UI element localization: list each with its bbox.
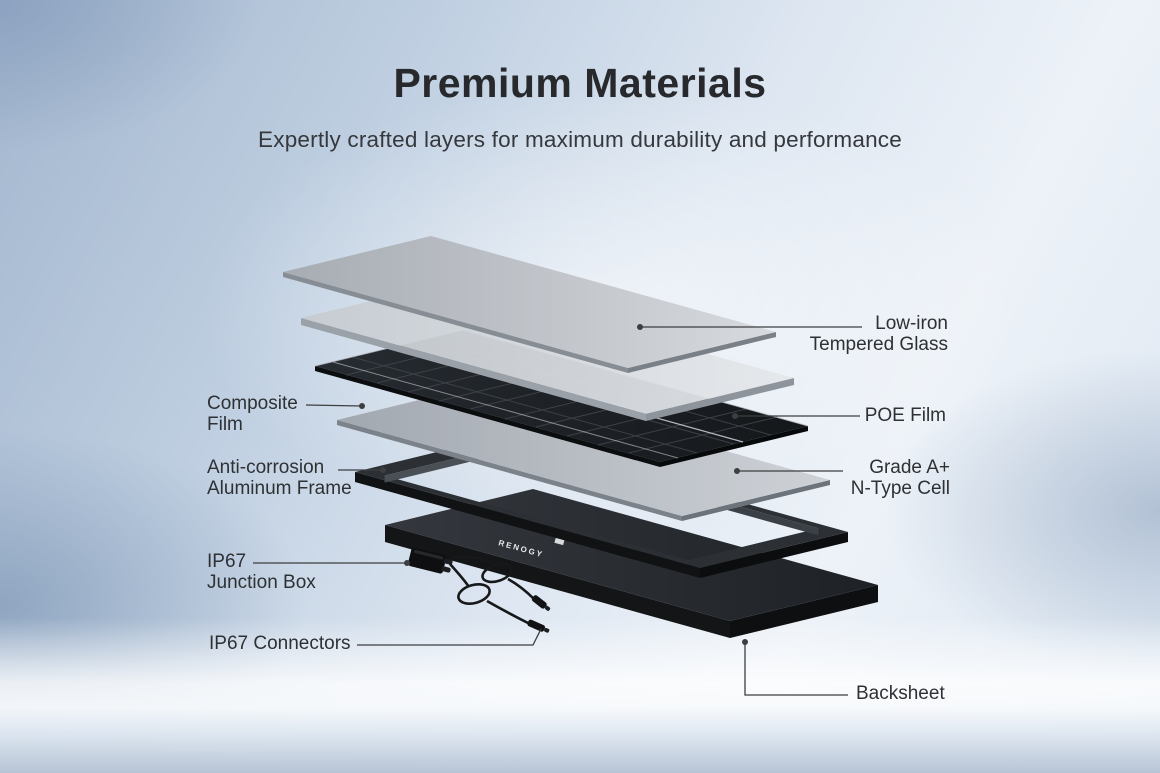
leader-line-composite — [305, 404, 363, 407]
page-title: Premium Materials — [393, 60, 767, 106]
composite-side-left — [337, 420, 682, 521]
frame-side-left — [355, 472, 700, 578]
leader-dots — [359, 324, 748, 645]
leader-lines — [253, 326, 862, 696]
cell-side-right — [660, 426, 808, 467]
composite-side-right — [682, 480, 830, 521]
cable-1b — [507, 577, 535, 600]
poe-side-left — [301, 318, 646, 421]
leader-dot-backsheet — [742, 639, 748, 645]
composite-film-layer — [337, 384, 830, 521]
backsheet-layer: RENOGY — [385, 489, 878, 638]
glass-layer — [283, 236, 776, 373]
connectors — [527, 595, 551, 633]
frame-side-right — [700, 532, 848, 578]
cable-2 — [449, 563, 471, 588]
label-composite-film: Composite Film — [207, 393, 298, 435]
cable-loop-2 — [457, 583, 491, 605]
mc4-connector-1 — [531, 595, 547, 609]
mc4-connector-1-tip — [544, 605, 551, 611]
leader-dot-glass — [637, 324, 643, 330]
label-backsheet: Backsheet — [856, 683, 945, 704]
glass-top — [283, 236, 776, 368]
label-grade-a-n-type-cell: Grade A+ N-Type Cell — [850, 457, 950, 499]
junction-box-body — [408, 547, 447, 574]
label-ip67-junction-box: IP67 Junction Box — [207, 551, 316, 593]
label-poe-film: POE Film — [864, 405, 946, 426]
mc4-connector-2 — [527, 619, 546, 632]
leader-dot-poe — [732, 413, 738, 419]
cell-side-left — [315, 366, 660, 467]
bottom-haze — [0, 618, 1160, 773]
mc4-connector-2-tip — [544, 627, 550, 633]
junction-box — [408, 547, 453, 574]
junction-box-gland-2 — [441, 566, 451, 573]
label-low-iron-tempered-glass: Low-iron Tempered Glass — [809, 313, 948, 355]
leader-dot-frame — [380, 467, 386, 473]
junction-box-lid — [414, 549, 444, 560]
glass-side-right — [628, 332, 776, 373]
label-ip67-connectors: IP67 Connectors — [209, 633, 351, 654]
junction-box-gland-1 — [443, 558, 453, 565]
leader-dot-composite — [359, 403, 365, 409]
label-anti-corrosion-aluminum-frame: Anti-corrosion Aluminum Frame — [207, 457, 352, 499]
leader-line-backsheet — [744, 642, 848, 696]
leader-line-connectors — [357, 628, 542, 646]
leader-dot-junction-box — [404, 560, 410, 566]
cables — [449, 555, 535, 626]
cable-loop-1 — [481, 562, 513, 584]
leader-dot-cell — [734, 468, 740, 474]
page-subtitle: Expertly crafted layers for maximum dura… — [258, 127, 902, 152]
poe-side-right — [646, 378, 794, 421]
glass-side-left — [283, 272, 628, 373]
composite-top — [337, 384, 830, 516]
backsheet-side-left — [385, 525, 730, 638]
backsheet-side-right — [730, 585, 878, 638]
cable-2b — [486, 599, 531, 626]
cell-busbar-highlight-2 — [332, 361, 679, 459]
